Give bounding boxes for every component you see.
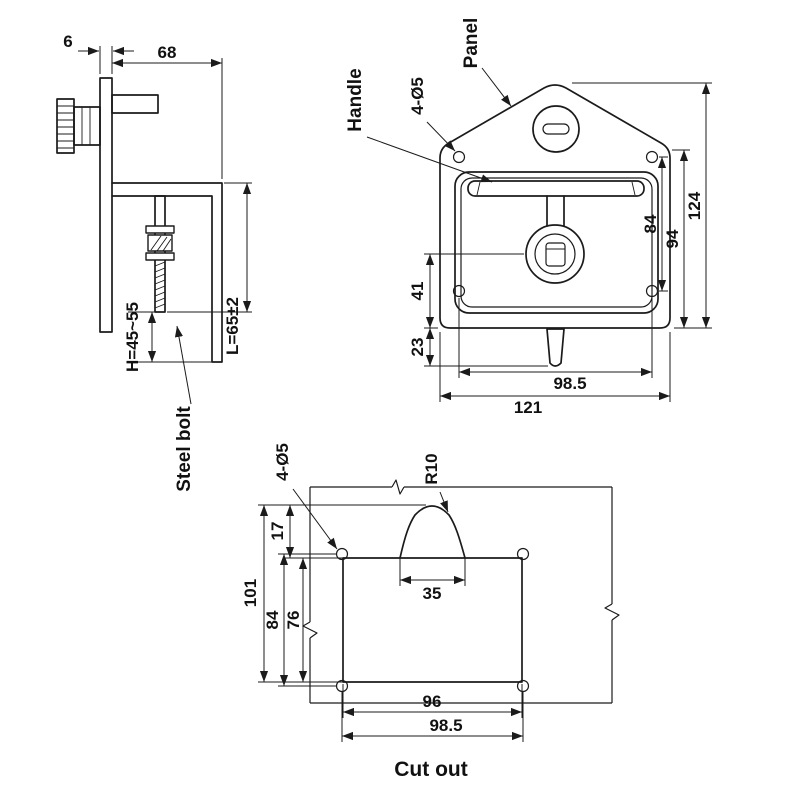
cutout-caption: Cut out <box>394 758 467 781</box>
steel-bolt-label: Steel bolt <box>174 406 195 492</box>
dim-total-height: 124 <box>685 191 704 220</box>
cutout-holes <box>335 547 530 693</box>
break-marks <box>302 479 620 639</box>
front-holes-label: 4-Ø5 <box>408 77 427 115</box>
handle-pivot-inner <box>534 233 576 275</box>
cutout-dimensions: 17 101 84 76 35 96 98.5 <box>241 504 524 742</box>
t-handle <box>467 180 645 284</box>
cutout-view: 4-Ø5 R10 17 101 84 76 35 96 98.5 <box>241 443 620 781</box>
dim-rect-height: 76 <box>284 611 303 630</box>
cutout-holes-label: 4-Ø5 <box>273 443 292 481</box>
dim-depth: 68 <box>158 43 177 62</box>
handle-label: Handle <box>345 68 366 131</box>
dim-cutout-total-height: 101 <box>241 579 260 607</box>
t-handle-stem <box>546 195 565 227</box>
surrounding-panel <box>302 479 620 704</box>
dim-cutout-hole-spacing-v: 84 <box>263 610 282 629</box>
front-view: Handle 4-Ø5 Panel 84 94 124 41 23 98 <box>345 18 712 417</box>
dim-hole-spacing-v: 84 <box>641 214 660 233</box>
dim-rect-width: 96 <box>423 692 442 711</box>
cutout-labels: 4-Ø5 R10 <box>273 443 449 550</box>
dim-total-width: 121 <box>514 398 542 417</box>
key-slot <box>542 123 570 135</box>
panel-label: Panel <box>461 18 482 69</box>
latch-pawl <box>111 94 159 114</box>
latch-stem <box>546 328 565 367</box>
dim-dome-width: 35 <box>423 584 442 603</box>
mounting-holes <box>452 150 659 298</box>
dim-pivot-offset: 41 <box>408 282 427 301</box>
mounting-bracket <box>111 182 223 363</box>
handle-pivot-outer <box>525 224 585 284</box>
dim-grip-height: H=45~55 <box>123 302 142 372</box>
side-view: 6 68 H=45~55 L=65±2 Steel bolt <box>56 32 252 492</box>
t-handle-grip <box>467 180 645 197</box>
threaded-rod <box>145 195 175 313</box>
panel-side-profile <box>99 77 113 333</box>
panel-outline <box>439 84 671 329</box>
cutout-outline <box>342 505 523 683</box>
recess-inner <box>460 177 653 308</box>
washer-bottom <box>145 252 175 261</box>
dim-body-height: 94 <box>663 229 682 248</box>
dim-cutout-hole-spacing-h: 98.5 <box>429 716 462 735</box>
dim-dome-height: 17 <box>268 522 287 541</box>
dim-hole-spacing-h: 98.5 <box>553 374 586 393</box>
lock-cylinder <box>56 98 101 154</box>
cutout-dome <box>399 505 466 559</box>
dim-panel-thickness: 6 <box>63 32 72 51</box>
dim-stem: 23 <box>408 338 427 357</box>
dim-bolt-length: L=65±2 <box>223 297 242 355</box>
front-view-dimensions: 84 94 124 41 23 98.5 121 <box>408 82 712 417</box>
radius-label: R10 <box>422 453 441 484</box>
side-view-dimensions: 6 68 H=45~55 L=65±2 Steel bolt <box>63 32 252 492</box>
front-view-labels: Handle 4-Ø5 Panel <box>345 18 512 183</box>
washer-top <box>145 225 175 234</box>
lock-keyhole <box>532 105 580 153</box>
pivot-cam <box>545 242 566 267</box>
